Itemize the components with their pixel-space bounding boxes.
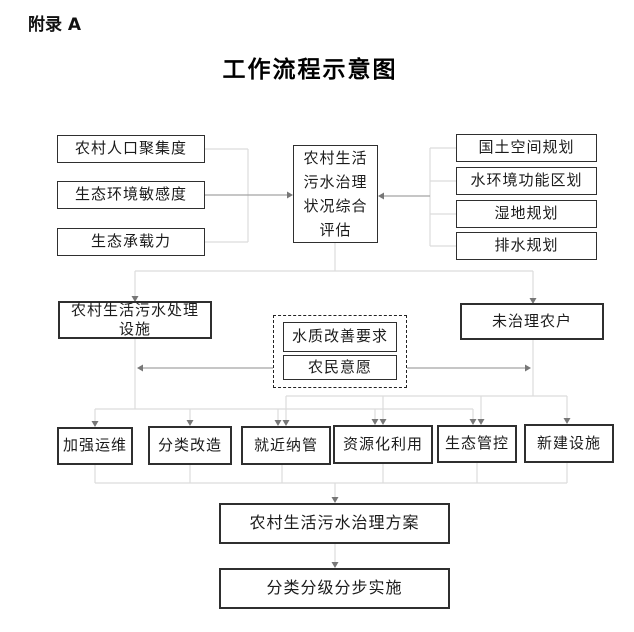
node-comprehensive-assessment: 农村生活 污水治理 状况综合 评估: [293, 145, 378, 243]
node-water-env-function-zoning: 水环境功能区划: [456, 167, 597, 195]
appendix-label: 附录 A: [28, 15, 82, 35]
node-untreated-households: 未治理农户: [460, 303, 604, 340]
node-farmer-willingness: 农民意愿: [283, 355, 397, 380]
node-ecological-control: 生态管控: [437, 425, 517, 463]
node-eco-carrying-capacity: 生态承载力: [57, 228, 205, 256]
node-phased-implementation: 分类分级分步实施: [219, 568, 450, 609]
node-treatment-plan: 农村生活污水治理方案: [219, 503, 450, 544]
node-eco-environment-sensitivity: 生态环境敏感度: [57, 181, 205, 209]
node-classified-retrofit: 分类改造: [148, 426, 232, 465]
node-new-facilities: 新建设施: [524, 424, 614, 463]
node-rural-population-density: 农村人口聚集度: [57, 135, 205, 163]
node-land-spatial-planning: 国土空间规划: [456, 134, 597, 162]
node-wetland-planning: 湿地规划: [456, 200, 597, 228]
node-strengthen-om: 加强运维: [57, 427, 133, 465]
node-drainage-planning: 排水规划: [456, 232, 597, 260]
page-title: 工作流程示意图: [222, 56, 398, 83]
node-existing-treatment-facilities: 农村生活污水处理 设施: [58, 301, 212, 339]
node-water-quality-requirement: 水质改善要求: [283, 322, 397, 352]
node-resource-utilization: 资源化利用: [333, 425, 433, 464]
node-nearby-sewer-connection: 就近纳管: [241, 426, 331, 465]
